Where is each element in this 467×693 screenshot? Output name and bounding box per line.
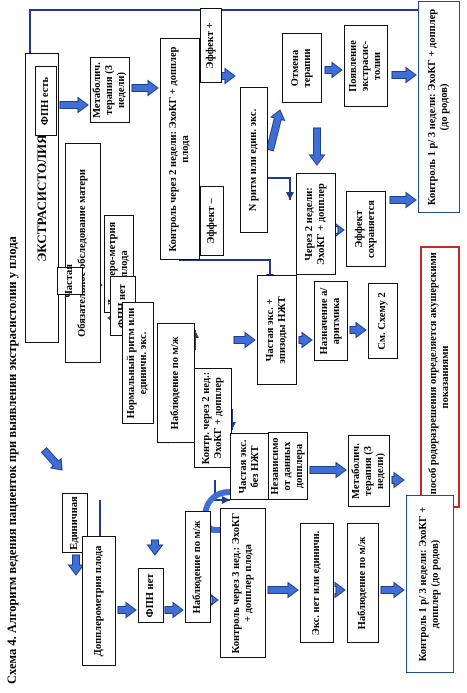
node-metabolic-mid: Метаболич. терапия (3 недели) bbox=[348, 435, 390, 507]
diagram-caption: Схема 4. Алгоритм ведения пациенток при … bbox=[5, 236, 19, 684]
arrow-independent-to-metabolic bbox=[309, 461, 347, 479]
node-fpn-no-left: ФПН нет bbox=[138, 568, 164, 623]
arrow-pjt-to-antiarr bbox=[298, 331, 313, 349]
arrow-single-to-doppler bbox=[67, 554, 85, 576]
arrow-metabolic-mid-to-control13 bbox=[391, 471, 405, 489]
arrow-effectkept-to-control13 bbox=[389, 191, 417, 209]
arrow-metabolic-to-control2w bbox=[131, 79, 159, 97]
arrow-cancel-down bbox=[308, 127, 326, 166]
node-effect-kept: Эффект сохраняется bbox=[346, 191, 386, 267]
arrow-fpnno-to-obs bbox=[164, 601, 184, 619]
arrow-extrasys-to-control13 bbox=[391, 66, 417, 84]
arrow-antiarr-to-scheme2 bbox=[349, 321, 367, 339]
node-control-3w-left: Контроль через 3 нед.: ЭхоКГ + допплер п… bbox=[220, 508, 266, 658]
node-control-1-3w-bottom: Контроль 1 р/ 3 недели: ЭхоКГ + допплер … bbox=[406, 495, 454, 673]
node-control-2w-mid: Контр. через 2 нед.: ЭхоКГ + допплер bbox=[194, 368, 232, 468]
arrow-fpn-to-metabolic bbox=[59, 96, 89, 114]
node-observation-left: Наблюдение по м/ж bbox=[185, 511, 211, 623]
node-observation-top: Наблюдение по м/ж bbox=[157, 323, 195, 443]
line-effect-minus-to-after2w-head bbox=[286, 192, 294, 200]
arrow-cancel-to-extrasys bbox=[324, 61, 343, 79]
node-frequent: Частая bbox=[57, 264, 83, 298]
line-independent-loop-head bbox=[222, 496, 230, 504]
node-effect-minus: Эффект – bbox=[200, 186, 224, 256]
node-delivery-method: Способ родоразрешения определяется акуше… bbox=[420, 246, 460, 508]
arrow-doppler-to-fpnno bbox=[117, 601, 137, 619]
node-n-rhythm: N ритм или един. экс. bbox=[240, 87, 268, 233]
arrow-noextra-to-obs bbox=[334, 581, 346, 599]
node-maternal-exam: Обязательное обследование матери bbox=[65, 143, 101, 363]
arrow-normal-to-obs-left bbox=[146, 539, 164, 556]
node-independent: Независимо от данных допплера bbox=[268, 432, 308, 500]
node-frequent-pjt: Частая экс. + эпизоды НЖТ bbox=[257, 275, 297, 385]
node-normal-rhythm: Нормальный ритм или единичн. экс. bbox=[122, 302, 154, 424]
node-see-scheme2: См. Схему 2 bbox=[368, 283, 398, 359]
arrow-control3w-to-noextra bbox=[267, 581, 299, 599]
node-control-1-3w-top: Контроль 1 р/ 3 недели: ЭхоКГ + допплер … bbox=[418, 1, 460, 213]
node-effect-plus: Эффект + bbox=[200, 8, 222, 83]
node-observation-bottom: Наблюдение по м/ж bbox=[347, 523, 379, 643]
node-cancel-therapy: Отмена терапии bbox=[282, 33, 322, 103]
arrow-control-mid-to-pjt bbox=[233, 331, 256, 349]
node-frequent-no-pjt: Частая экс. без НЖТ bbox=[230, 433, 270, 500]
node-no-extrasys: Экс. нет или единичн. bbox=[300, 523, 334, 643]
arrow-nrhythm-to-cancel bbox=[265, 109, 286, 152]
node-antiarrhythmic: Назначение а/аритмика bbox=[314, 281, 348, 361]
node-after-2w: Через 2 недели: ЭхоКГ + допплер bbox=[296, 173, 336, 275]
arrow-obs-to-control13 bbox=[380, 581, 405, 599]
node-extrasys-appear: Появление экстрасис-толии bbox=[344, 25, 388, 107]
arrow-extra-to-single bbox=[40, 446, 63, 471]
node-fpn-yes: ФПН есть bbox=[35, 66, 57, 136]
node-metabolic-top: Метаболич. терапия (3 недели) bbox=[90, 57, 130, 123]
node-doppler-left: Допплерометрия плода bbox=[82, 536, 116, 666]
node-control-2w-top: Контроль через 2 недели: ЭхоКГ + допплер… bbox=[160, 38, 200, 260]
